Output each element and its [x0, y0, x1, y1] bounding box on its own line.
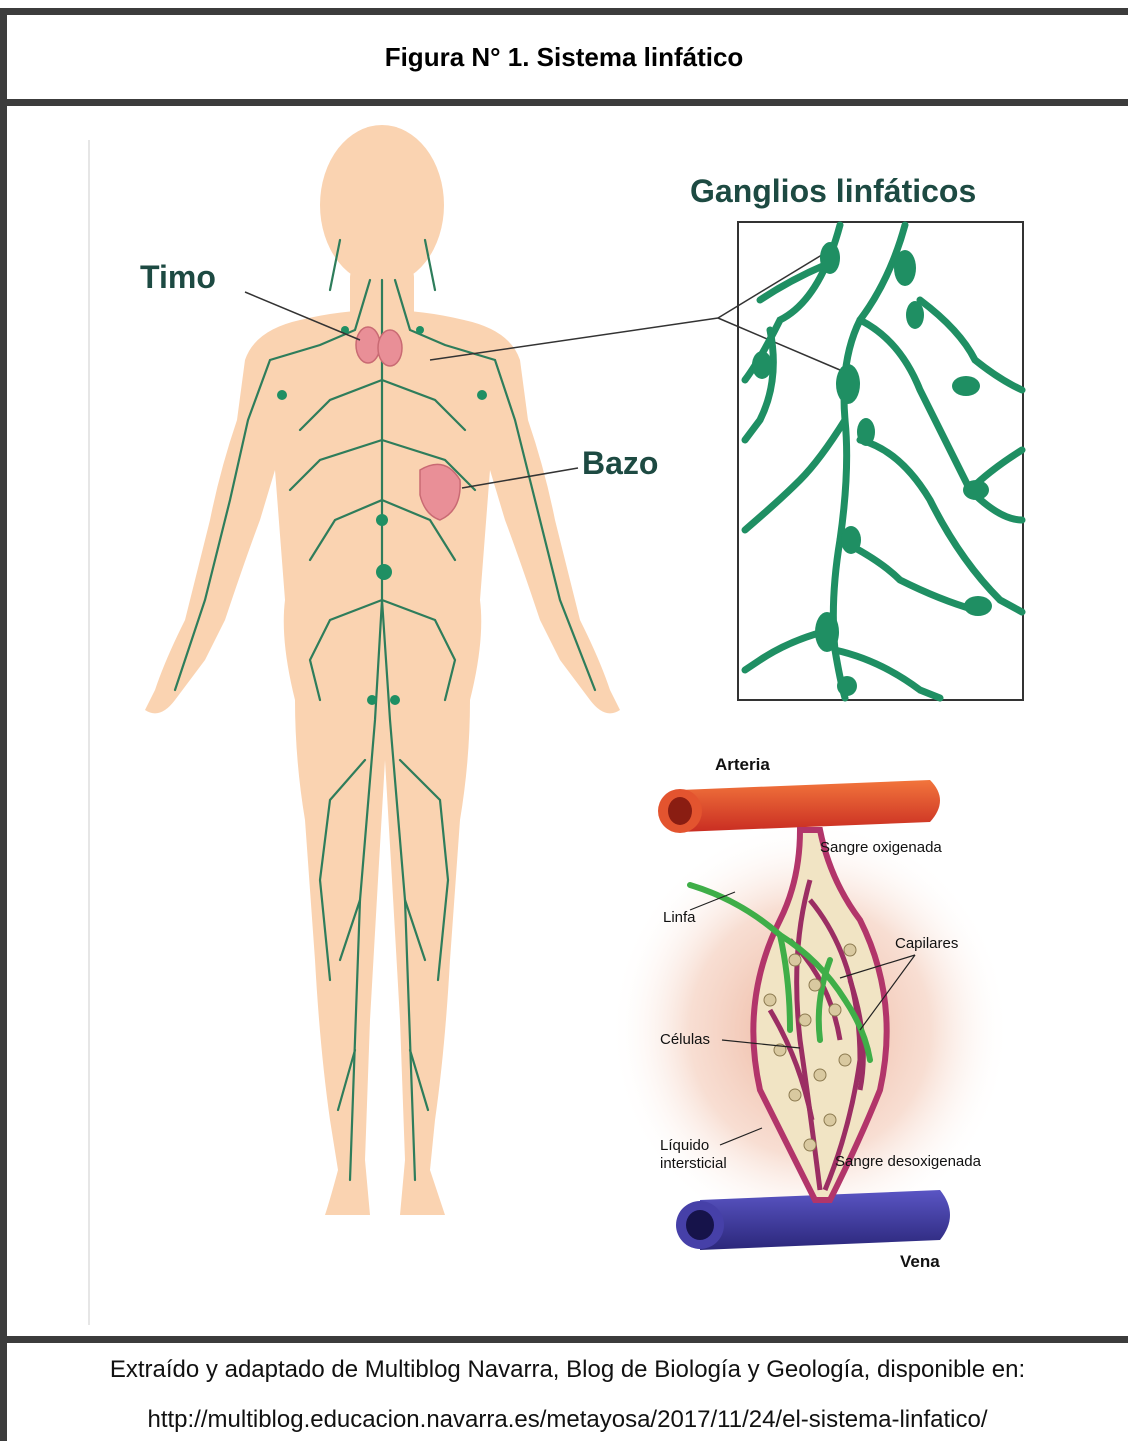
arteria-label: Arteria — [715, 755, 770, 774]
bazo-label: Bazo — [582, 445, 658, 481]
capilares-label: Capilares — [895, 935, 958, 952]
liquido-label-line1: Líquido — [660, 1137, 709, 1154]
caption-line-1: Extraído y adaptado de Multiblog Navarra… — [7, 1347, 1128, 1393]
timo-label: Timo — [140, 259, 216, 295]
sangre-desoxigenada-label: Sangre desoxigenada — [835, 1153, 982, 1170]
linfa-label: Linfa — [663, 909, 696, 926]
celulas-label: Células — [660, 1031, 710, 1048]
vena-label: Vena — [900, 1252, 940, 1271]
sangre-oxigenada-label: Sangre oxigenada — [820, 839, 942, 856]
ganglios-label: Ganglios linfáticos — [690, 173, 976, 209]
liquido-label-line2: intersticial — [660, 1155, 727, 1172]
caption-line-2: http://multiblog.educacion.navarra.es/me… — [7, 1397, 1128, 1443]
figure-caption: Extraído y adaptado de Multiblog Navarra… — [7, 1343, 1128, 1441]
artery-vessel — [658, 780, 940, 833]
